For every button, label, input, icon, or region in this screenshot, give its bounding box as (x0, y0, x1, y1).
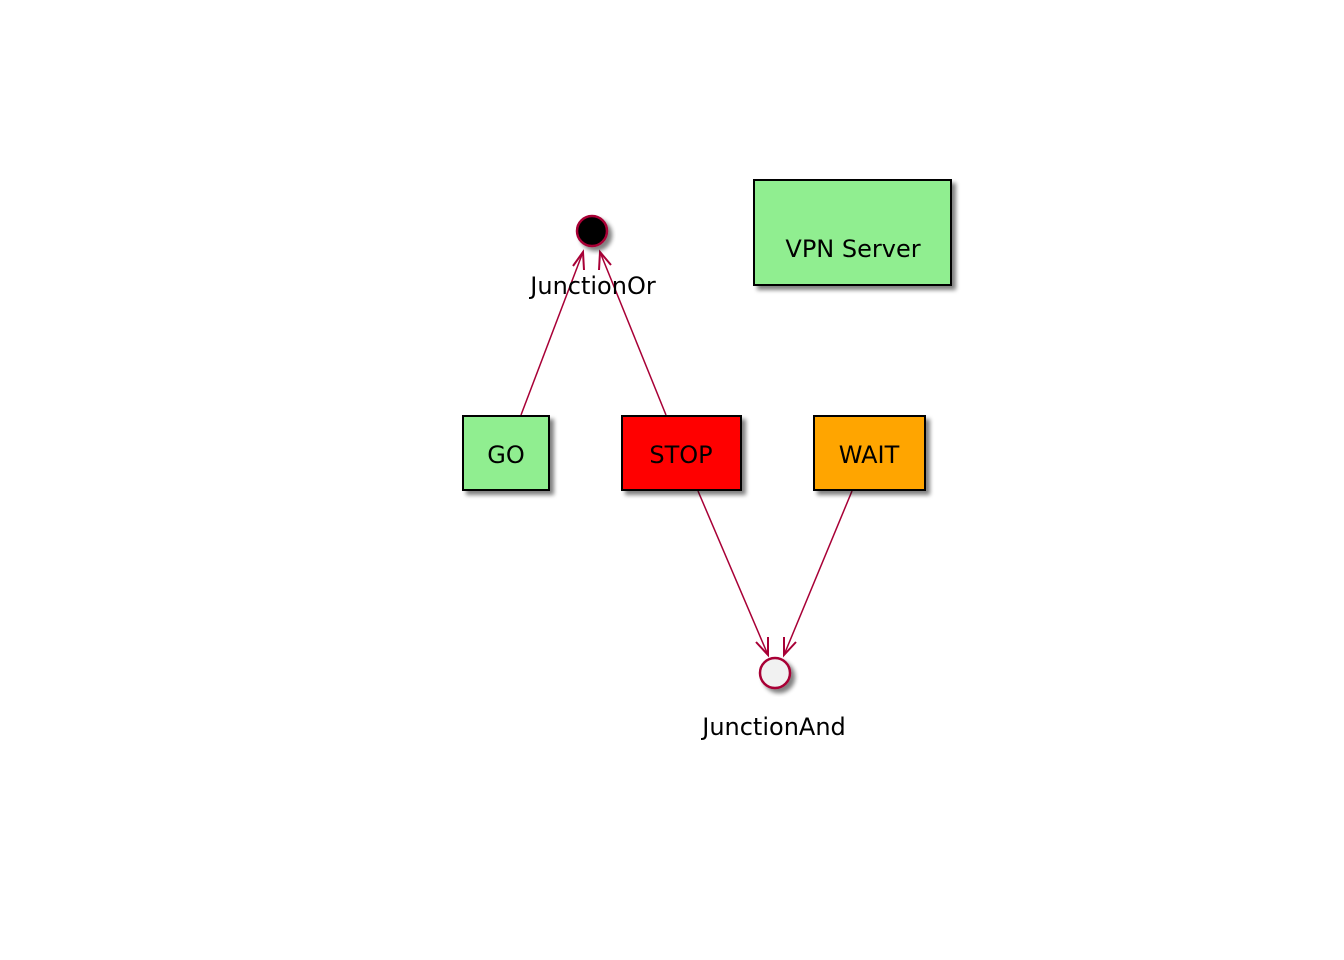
edge-stop-to-junction-and (697, 490, 769, 658)
junction-and-label: JunctionAnd (700, 713, 846, 741)
vpn-server-node[interactable]: VPN Server (753, 179, 952, 286)
wait-node[interactable]: WAIT (813, 415, 926, 491)
junction-or-node[interactable]: JunctionOr (528, 214, 656, 300)
edge-wait-to-junction-and (783, 490, 853, 658)
wait-label: WAIT (839, 441, 900, 469)
edge-stop-to-junction-or (598, 249, 667, 416)
stop-label: STOP (649, 441, 712, 469)
vpn-server-label: VPN Server (785, 235, 920, 263)
edge-go-to-junction-or (520, 249, 585, 416)
junction-and-node[interactable]: JunctionAnd (700, 656, 846, 741)
go-node[interactable]: GO (462, 415, 550, 491)
go-label: GO (487, 441, 525, 469)
stop-node[interactable]: STOP (621, 415, 742, 491)
junction-or-label: JunctionOr (528, 272, 656, 300)
